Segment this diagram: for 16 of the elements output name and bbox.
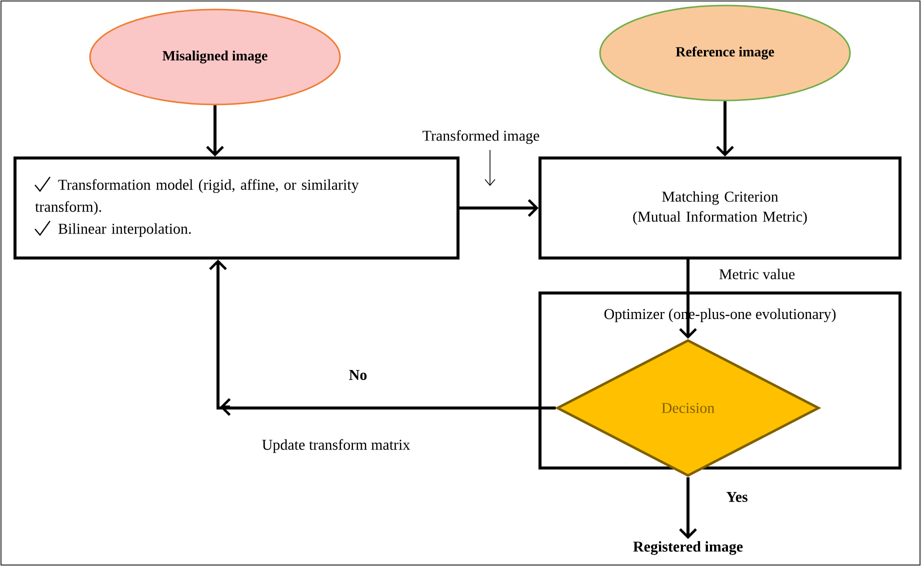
arrow — [460, 199, 538, 217]
ellipse-node: Misaligned image — [89, 8, 341, 106]
edge-label: No — [348, 369, 368, 381]
arrow — [209, 260, 556, 416]
process-box: Matching Criterion (Mutual Information Metric) — [538, 156, 902, 260]
arrow — [679, 477, 697, 539]
arrow — [679, 260, 697, 339]
edge-label: Transformed image — [421, 129, 541, 145]
arrow — [206, 105, 224, 156]
arrow — [716, 101, 734, 156]
note-label: Update transform matrix — [262, 439, 410, 453]
edge-label: Metric value — [718, 268, 796, 280]
process-box: Transformation model (rigid, affine, or similarity transform). Bilinear interpolation. — [14, 156, 460, 260]
output-label: Registered image — [633, 541, 743, 555]
edge-label: Yes — [725, 491, 749, 503]
ellipse-node: Reference image — [599, 4, 851, 102]
